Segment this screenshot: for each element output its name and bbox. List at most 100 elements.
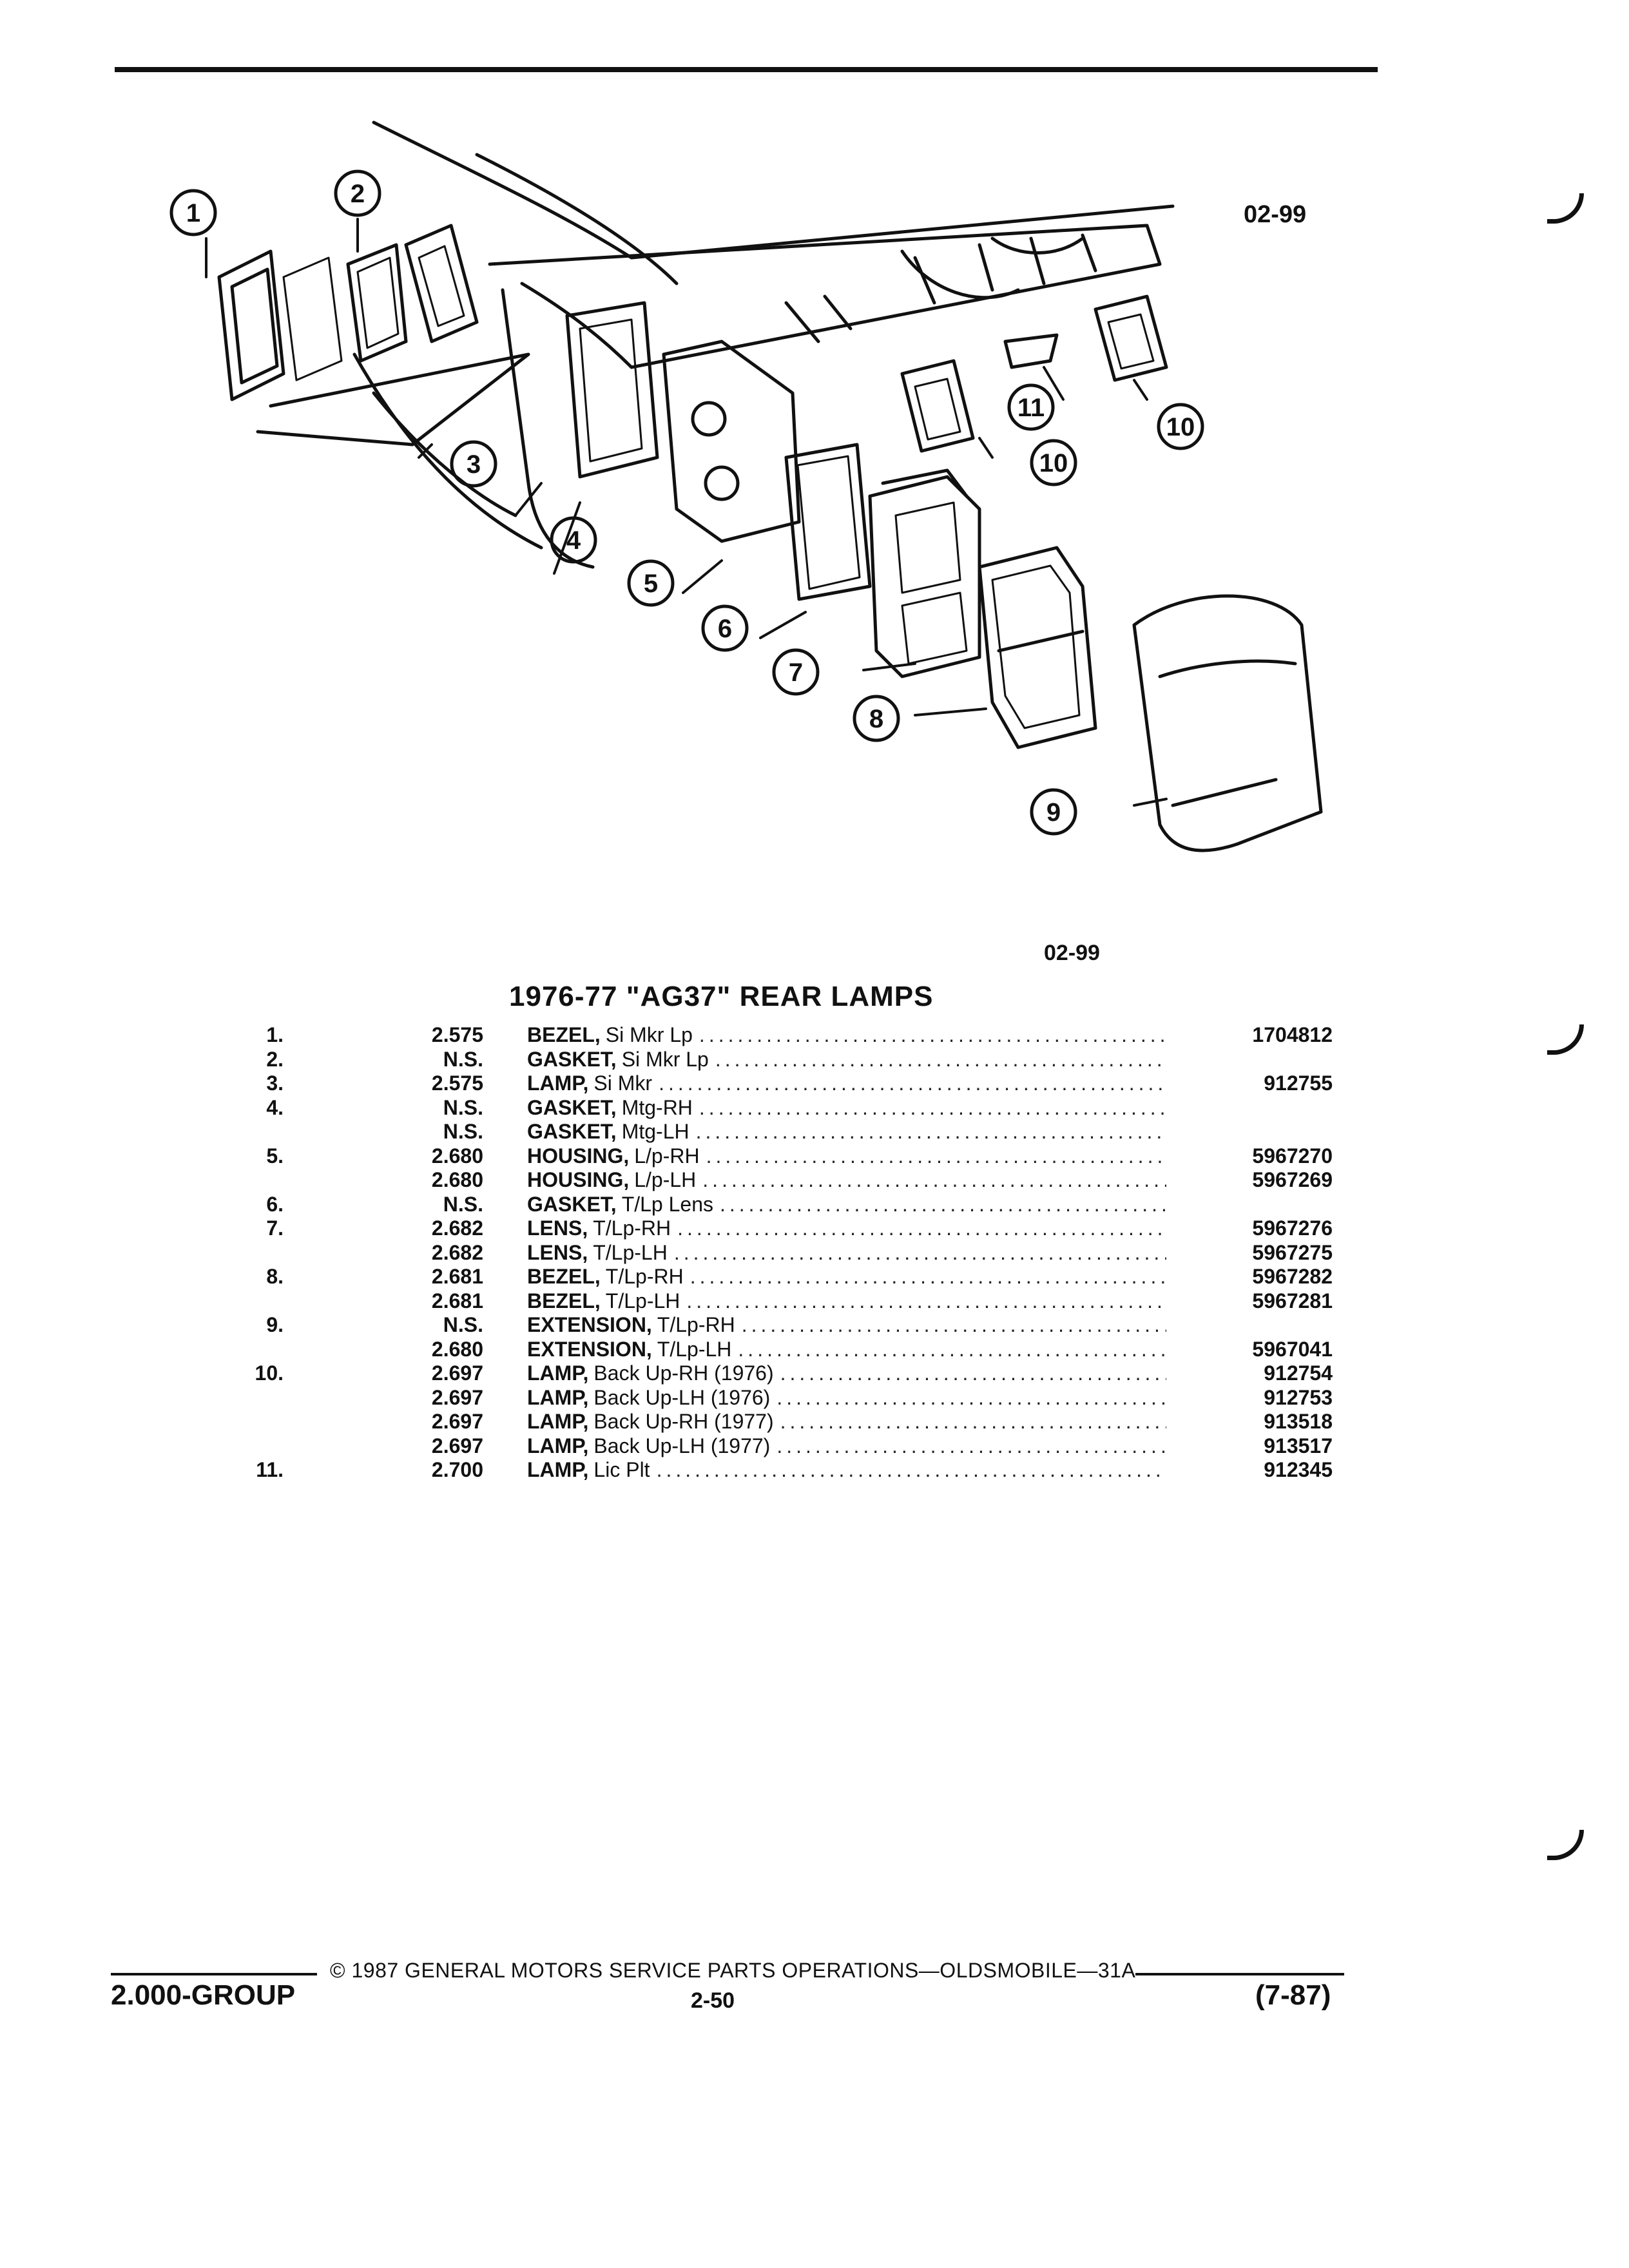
part-name: LAMP, [527, 1361, 589, 1385]
group-label: 2.000-GROUP [111, 1979, 296, 2011]
item-number: 1. [266, 1023, 284, 1046]
group-number: 2.682 [431, 1240, 483, 1264]
part-spec: Si Mkr [593, 1072, 653, 1095]
group-number: 2.697 [431, 1361, 483, 1385]
item-number: 5. [266, 1144, 284, 1168]
part-number: 912753 [1264, 1385, 1333, 1409]
item-number [193, 1120, 284, 1144]
table-row: 6.N.S.GASKET,T/Lp Lens [193, 1193, 1333, 1217]
bezel-part [978, 546, 1097, 749]
part-description: HOUSING,L/p-RH [483, 1144, 1184, 1169]
part-name: GASKET, [527, 1095, 617, 1119]
binding-mark [1547, 1024, 1584, 1055]
leader-dots [780, 1361, 1166, 1386]
item-number: 8. [266, 1265, 284, 1288]
group-number: 2.680 [431, 1168, 483, 1191]
part-spec: Back Up-LH (1976) [593, 1385, 771, 1409]
table-row: N.S.GASKET,Mtg-LH [193, 1120, 1333, 1144]
part-number: 5967270 [1252, 1144, 1333, 1168]
extension-part [1132, 594, 1323, 852]
item-number: 4. [266, 1095, 284, 1119]
back-up-lamp-parts [900, 294, 1168, 453]
part-description: LAMP,Lic Plt [483, 1458, 1184, 1483]
group-number: 2.700 [431, 1458, 483, 1481]
part-name: LAMP, [527, 1458, 589, 1481]
svg-text:10: 10 [1166, 413, 1195, 441]
table-row: 9.N.S.EXTENSION,T/Lp-RH [193, 1313, 1333, 1338]
part-spec: L/p-RH [634, 1144, 700, 1168]
leader-dots [690, 1265, 1166, 1289]
part-description: GASKET,T/Lp Lens [483, 1193, 1184, 1217]
illustration-code-top: 02-99 [1244, 201, 1307, 228]
part-number [1184, 1120, 1333, 1144]
svg-text:8: 8 [869, 705, 883, 733]
part-spec: Back Up-RH (1976) [593, 1361, 774, 1385]
group-number: 2.575 [431, 1072, 483, 1095]
part-name: HOUSING, [527, 1168, 630, 1191]
quarter-panel-outline [352, 120, 1175, 569]
part-description: GASKET,Mtg-LH [483, 1120, 1184, 1144]
svg-text:3: 3 [467, 450, 481, 479]
part-description: LENS,T/Lp-RH [483, 1216, 1184, 1241]
part-name: BEZEL, [527, 1265, 601, 1288]
svg-text:9: 9 [1046, 798, 1061, 827]
part-spec: L/p-LH [634, 1168, 697, 1191]
exploded-view-illustration: 1 2 3 4 5 6 7 8 9 10 10 11 [169, 120, 1323, 852]
part-name: LAMP, [527, 1385, 589, 1409]
illustration-code-bottom: 02-99 [1044, 941, 1100, 965]
leader-dots [780, 1410, 1166, 1434]
lens-part [868, 468, 981, 678]
callout-8: 8 [853, 695, 900, 742]
group-number: 2.680 [431, 1144, 483, 1168]
leader-dots [702, 1168, 1166, 1193]
item-number [193, 1168, 284, 1193]
callout-5: 5 [627, 559, 675, 607]
binding-mark [1547, 193, 1584, 224]
part-description: BEZEL,T/Lp-RH [483, 1265, 1184, 1289]
part-description: HOUSING,L/p-LH [483, 1168, 1184, 1193]
leader-dots [738, 1338, 1166, 1362]
svg-text:5: 5 [644, 570, 658, 598]
section-title: 1976-77 "AG37" REAR LAMPS [509, 981, 934, 1012]
part-description: GASKET,Si Mkr Lp [483, 1048, 1184, 1072]
side-marker-parts [217, 224, 530, 447]
callout-11: 11 [1007, 383, 1055, 431]
part-description: EXTENSION,T/Lp-RH [483, 1313, 1184, 1338]
item-number: 11. [256, 1458, 284, 1481]
part-name: GASKET, [527, 1120, 617, 1143]
svg-text:10: 10 [1039, 449, 1068, 477]
leader-dots [677, 1216, 1166, 1241]
callout-1: 1 [169, 189, 217, 236]
callout-4: 4 [550, 516, 597, 564]
leader-lines [205, 218, 1168, 807]
item-number: 3. [266, 1072, 284, 1095]
part-name: EXTENSION, [527, 1337, 652, 1361]
part-spec: T/Lp-RH [593, 1216, 671, 1240]
item-number [193, 1289, 284, 1314]
group-number: 2.697 [431, 1434, 483, 1457]
revision-date: (7-87) [1255, 1979, 1331, 2011]
binding-mark [1547, 1830, 1584, 1860]
part-description: BEZEL,T/Lp-LH [483, 1289, 1184, 1314]
part-number [1184, 1048, 1333, 1072]
leader-dots [699, 1023, 1166, 1048]
svg-text:4: 4 [566, 526, 581, 555]
item-number: 10. [255, 1361, 284, 1385]
table-row: 4.N.S.GASKET,Mtg-RH [193, 1096, 1333, 1120]
leader-dots [742, 1313, 1166, 1338]
part-description: LENS,T/Lp-LH [483, 1241, 1184, 1265]
item-number [193, 1386, 284, 1410]
part-name: BEZEL, [527, 1023, 601, 1046]
part-name: GASKET, [527, 1192, 617, 1216]
leader-dots [776, 1434, 1166, 1459]
